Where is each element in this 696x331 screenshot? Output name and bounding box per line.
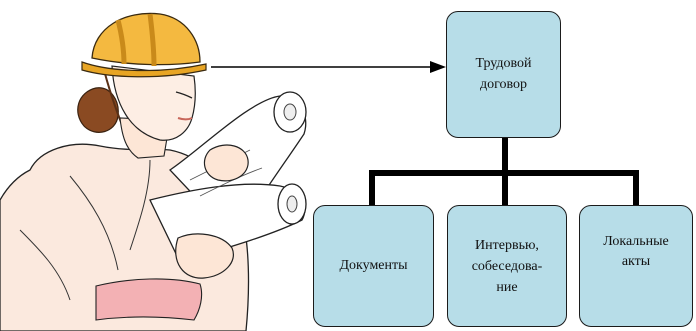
construction-worker-with-blueprints-icon xyxy=(0,12,307,331)
node-local-acts: Локальные акты xyxy=(579,205,693,327)
node-root-labor-contract: Трудовой договор xyxy=(446,11,561,138)
node-interview-line-3: ние xyxy=(496,279,518,295)
node-local-acts-line-1: Локальные xyxy=(603,234,669,249)
node-interview-line-1: Интервью, xyxy=(475,237,539,253)
node-interview: Интервью, собеседова- ние xyxy=(447,205,567,327)
node-documents-line-1: Документы xyxy=(339,257,408,273)
node-local-acts-line-2: акты xyxy=(621,254,651,270)
arrow-to-root xyxy=(211,61,446,73)
node-documents: Документы xyxy=(313,205,434,327)
tree-connectors xyxy=(369,135,639,208)
node-interview-line-2: собеседова- xyxy=(471,258,543,274)
node-root-line-1: Трудовой xyxy=(475,56,532,72)
node-root-line-2: договор xyxy=(479,76,528,92)
